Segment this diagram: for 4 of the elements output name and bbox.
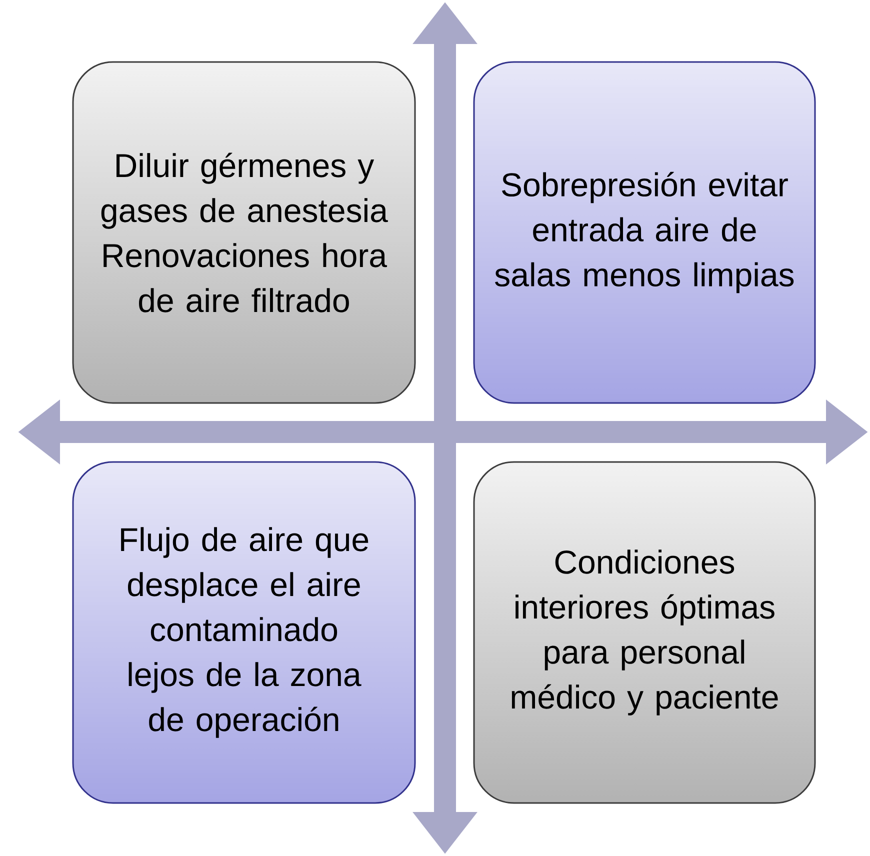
text-box: Condiciones interiores óptimas para personal médico y paciente <box>473 461 816 804</box>
text-box: Flujo de aire que desplace el aire contaminado lejos de la zona de operación <box>72 461 416 804</box>
text-box: Diluir gérmenes y gases de anestesia Renovaciones hora de aire filtrado <box>72 61 416 404</box>
text-box: Sobrepresión evitar entrada aire de salas menos limpias <box>473 61 816 404</box>
